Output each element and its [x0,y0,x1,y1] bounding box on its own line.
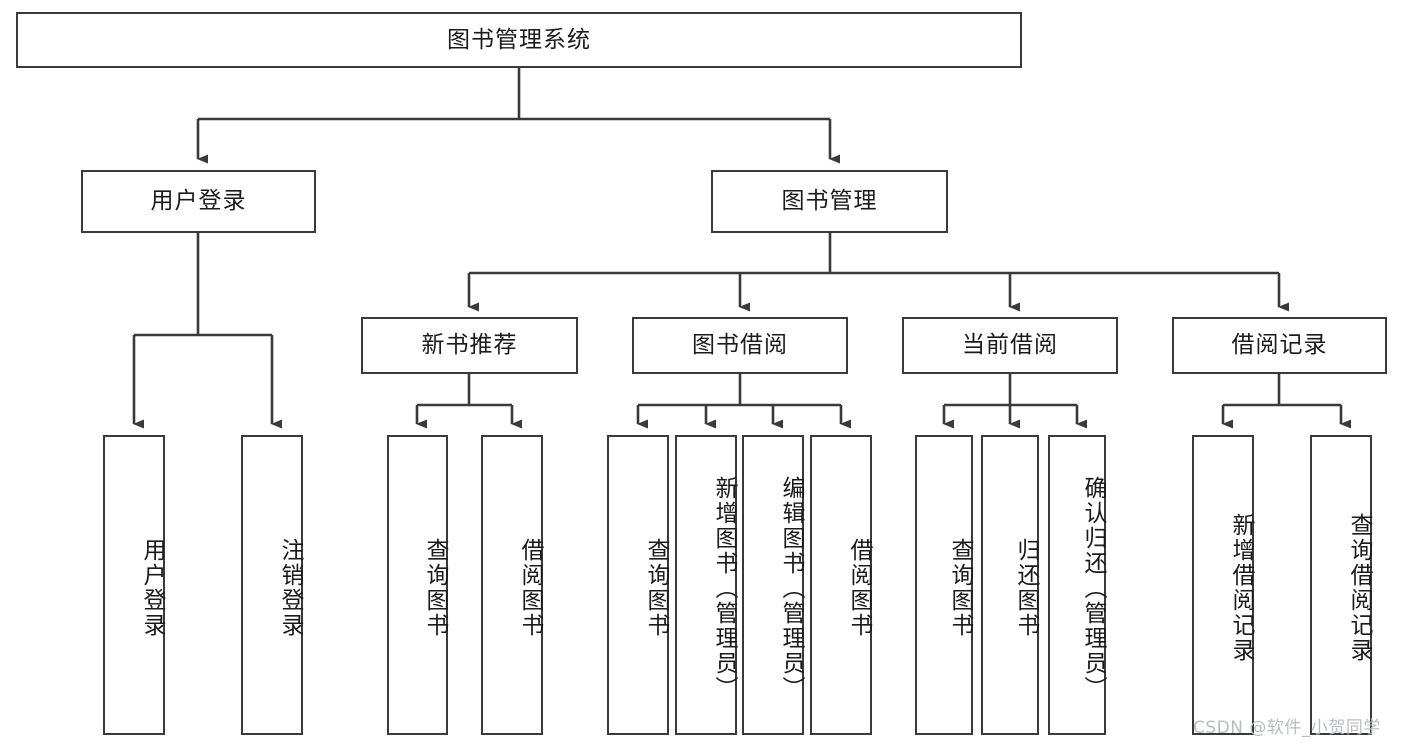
node-leaf-borrow-book-1[interactable]: 借阅图书 [481,435,543,735]
node-book-manage[interactable]: 图书管理 [711,170,948,233]
node-book-manage-label: 图书管理 [781,188,878,215]
node-current-borrow[interactable]: 当前借阅 [902,317,1118,374]
node-leaf-return-book-label: 归还图书 [1013,538,1039,638]
node-leaf-edit-book-label: 编辑图书（管理员） [778,475,804,701]
node-leaf-confirm-return-label: 确认归还（管理员） [1080,475,1106,701]
node-user-login[interactable]: 用户登录 [81,170,316,233]
node-leaf-query-book-3[interactable]: 查询图书 [915,435,973,735]
node-new-book-recommend-label: 新书推荐 [421,332,518,359]
node-leaf-user-login-label: 用户登录 [139,538,165,638]
csdn-watermark: CSDN @软件_小贺同学 [1193,718,1381,738]
node-book-borrow[interactable]: 图书借阅 [632,317,848,374]
node-root-label: 图书管理系统 [447,26,591,53]
node-leaf-query-book-3-label: 查询图书 [947,538,973,638]
node-book-borrow-label: 图书借阅 [692,332,788,359]
node-leaf-return-book[interactable]: 归还图书 [981,435,1039,735]
node-leaf-query-record[interactable]: 查询借阅记录 [1310,435,1372,735]
node-borrow-record-label: 借阅记录 [1231,332,1328,359]
node-root[interactable]: 图书管理系统 [16,12,1022,68]
node-leaf-user-login[interactable]: 用户登录 [103,435,165,735]
node-leaf-query-book-1[interactable]: 查询图书 [387,435,448,735]
node-leaf-add-book[interactable]: 新增图书（管理员） [675,435,737,735]
node-new-book-recommend[interactable]: 新书推荐 [361,317,578,374]
node-user-login-label: 用户登录 [150,188,247,215]
node-leaf-borrow-book-2[interactable]: 借阅图书 [810,435,872,735]
node-leaf-add-book-label: 新增图书（管理员） [711,475,737,701]
node-leaf-logout-login-label: 注销登录 [277,538,303,638]
node-leaf-query-record-label: 查询借阅记录 [1346,513,1372,663]
node-leaf-query-book-1-label: 查询图书 [422,538,448,638]
node-leaf-borrow-book-2-label: 借阅图书 [846,538,872,638]
node-leaf-query-book-2[interactable]: 查询图书 [607,435,669,735]
node-leaf-add-record-label: 新增借阅记录 [1228,513,1254,663]
node-leaf-edit-book[interactable]: 编辑图书（管理员） [742,435,804,735]
node-leaf-confirm-return[interactable]: 确认归还（管理员） [1048,435,1106,735]
node-borrow-record[interactable]: 借阅记录 [1172,317,1387,374]
node-leaf-add-record[interactable]: 新增借阅记录 [1192,435,1254,735]
node-leaf-query-book-2-label: 查询图书 [643,538,669,638]
node-current-borrow-label: 当前借阅 [962,332,1058,359]
node-leaf-borrow-book-1-label: 借阅图书 [517,538,543,638]
node-leaf-logout-login[interactable]: 注销登录 [241,435,303,735]
